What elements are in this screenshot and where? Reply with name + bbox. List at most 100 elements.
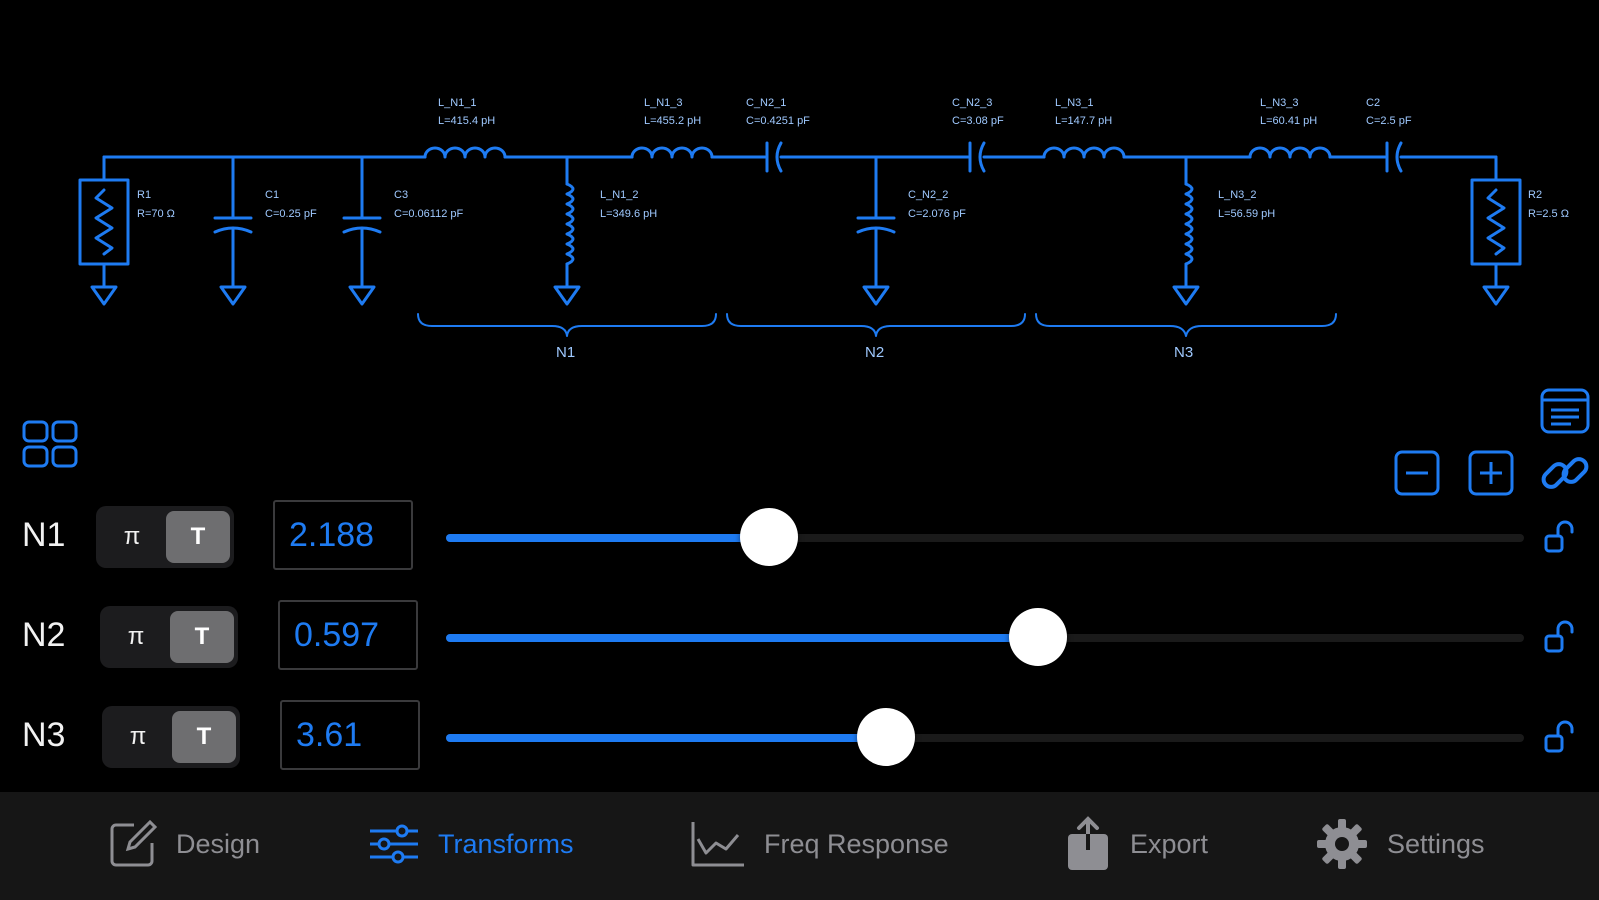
label-c-n2-1-value: C=0.4251 pF (746, 115, 810, 127)
label-r1-value: R=70 Ω (137, 208, 175, 220)
capacitor-c2 (1385, 141, 1403, 173)
tab-design[interactable]: Design (108, 814, 260, 874)
label-l-n1-3-name: L_N1_3 (644, 97, 683, 109)
pencil-square-icon (110, 819, 158, 867)
pi-option[interactable]: π (129, 723, 147, 750)
transform-row-n1: N1 π T 2.188 (0, 498, 1599, 578)
brace-n3 (1035, 313, 1337, 337)
pi-option[interactable]: π (123, 523, 141, 550)
gear-icon (1317, 819, 1367, 869)
label-c-n2-1-name: C_N2_1 (746, 97, 786, 109)
label-l-n3-3-name: L_N3_3 (1260, 97, 1299, 109)
tab-label: Settings (1387, 828, 1485, 859)
value-field[interactable]: 2.188 (273, 500, 413, 570)
label-l-n1-1-name: L_N1_1 (438, 97, 477, 109)
label-c3-value: C=0.06112 pF (394, 208, 463, 220)
capacitor-c-n2-1 (765, 141, 783, 173)
unlock-icon[interactable] (1544, 720, 1574, 759)
label-l-n3-3-value: L=60.41 pH (1260, 115, 1317, 127)
tab-freq-response[interactable]: Freq Response (690, 814, 949, 874)
label-c-n2-3-value: C=3.08 pF (952, 115, 1004, 127)
topology-segmented-control[interactable]: π T (96, 506, 234, 568)
slider-fill (446, 534, 770, 542)
row-label: N3 (22, 716, 66, 754)
label-r2-name: R2 (1528, 189, 1542, 201)
tab-label: Transforms (438, 828, 574, 859)
transform-row-n2: N2 π T 0.597 (0, 598, 1599, 678)
circuit-schematic: R1 R=70 Ω C1 C=0.25 pF C3 C=0.06112 pF L… (78, 97, 1569, 361)
label-c3-name: C3 (394, 189, 408, 201)
t-option[interactable]: T (172, 711, 236, 763)
share-icon (1068, 816, 1108, 870)
label-c1-name: C1 (265, 189, 279, 201)
slider-thumb[interactable] (856, 708, 915, 766)
label-l-n3-1-name: L_N3_1 (1055, 97, 1094, 109)
tab-bar: Design Transforms Freq Response Export (0, 792, 1599, 900)
minus-icon[interactable] (1394, 450, 1440, 496)
label-l-n3-2-value: L=56.59 pH (1218, 208, 1275, 220)
tab-label: Freq Response (764, 828, 949, 859)
row-label: N2 (22, 616, 66, 654)
label-c-n2-2-name: C_N2_2 (908, 189, 948, 201)
list-icon[interactable] (1540, 388, 1590, 434)
inductor-l-n1-3 (630, 146, 714, 159)
resistor-r1 (78, 155, 130, 306)
slider-fill (446, 734, 886, 742)
chart-line-icon (691, 822, 744, 867)
slider-fill (446, 634, 1038, 642)
inductor-l-n3-3 (1248, 146, 1332, 159)
label-l-n1-2-name: L_N1_2 (600, 189, 639, 201)
brace-n2 (726, 313, 1026, 337)
slider-thumb[interactable] (1008, 608, 1067, 666)
inductor-l-n1-2 (553, 155, 581, 306)
slider-track[interactable] (446, 508, 1524, 566)
link-icon[interactable] (1538, 446, 1592, 500)
label-r1-name: R1 (137, 189, 151, 201)
label-c1-value: C=0.25 pF (265, 208, 317, 220)
row-label: N1 (22, 516, 66, 554)
grid-icon[interactable] (22, 420, 78, 468)
tab-label: Design (176, 828, 261, 859)
label-c2-value: C=2.5 pF (1366, 115, 1412, 127)
brace-n1 (417, 313, 717, 337)
slider-track[interactable] (446, 708, 1524, 766)
capacitor-c3 (342, 155, 382, 306)
unlock-icon[interactable] (1544, 520, 1574, 559)
transform-row-n3: N3 π T 3.61 (0, 698, 1599, 778)
plus-icon[interactable] (1468, 450, 1514, 496)
sliders-icon (370, 824, 418, 864)
resistor-r2 (1470, 155, 1522, 306)
tab-export[interactable]: Export (1064, 814, 1208, 874)
label-l-n1-3-value: L=455.2 pH (644, 115, 701, 127)
tab-label: Export (1130, 828, 1209, 859)
network-label-n2: N2 (865, 344, 884, 361)
inductor-l-n3-1 (1042, 146, 1126, 159)
inductor-l-n1-1 (423, 146, 507, 159)
label-c-n2-3-name: C_N2_3 (952, 97, 992, 109)
value-field[interactable]: 0.597 (278, 600, 418, 670)
capacitor-c1 (213, 155, 253, 306)
label-c2-name: C2 (1366, 97, 1380, 109)
capacitor-c-n2-3 (968, 141, 986, 173)
pi-option[interactable]: π (127, 623, 145, 650)
tab-transforms[interactable]: Transforms (368, 814, 574, 874)
label-r2-value: R=2.5 Ω (1528, 208, 1569, 220)
tab-settings[interactable]: Settings (1315, 814, 1485, 874)
label-l-n3-1-value: L=147.7 pH (1055, 115, 1112, 127)
label-l-n3-2-name: L_N3_2 (1218, 189, 1257, 201)
topology-segmented-control[interactable]: π T (100, 606, 238, 668)
capacitor-c-n2-2 (856, 155, 896, 306)
label-l-n1-2-value: L=349.6 pH (600, 208, 657, 220)
t-option[interactable]: T (170, 611, 234, 663)
t-option[interactable]: T (166, 511, 230, 563)
inductor-l-n3-2 (1172, 155, 1200, 306)
unlock-icon[interactable] (1544, 620, 1574, 659)
network-label-n3: N3 (1174, 344, 1193, 361)
value-field[interactable]: 3.61 (280, 700, 420, 770)
topology-segmented-control[interactable]: π T (102, 706, 240, 768)
label-c-n2-2-value: C=2.076 pF (908, 208, 966, 220)
label-l-n1-1-value: L=415.4 pH (438, 115, 495, 127)
network-label-n1: N1 (556, 344, 575, 361)
slider-track[interactable] (446, 608, 1524, 666)
slider-thumb[interactable] (740, 508, 799, 566)
